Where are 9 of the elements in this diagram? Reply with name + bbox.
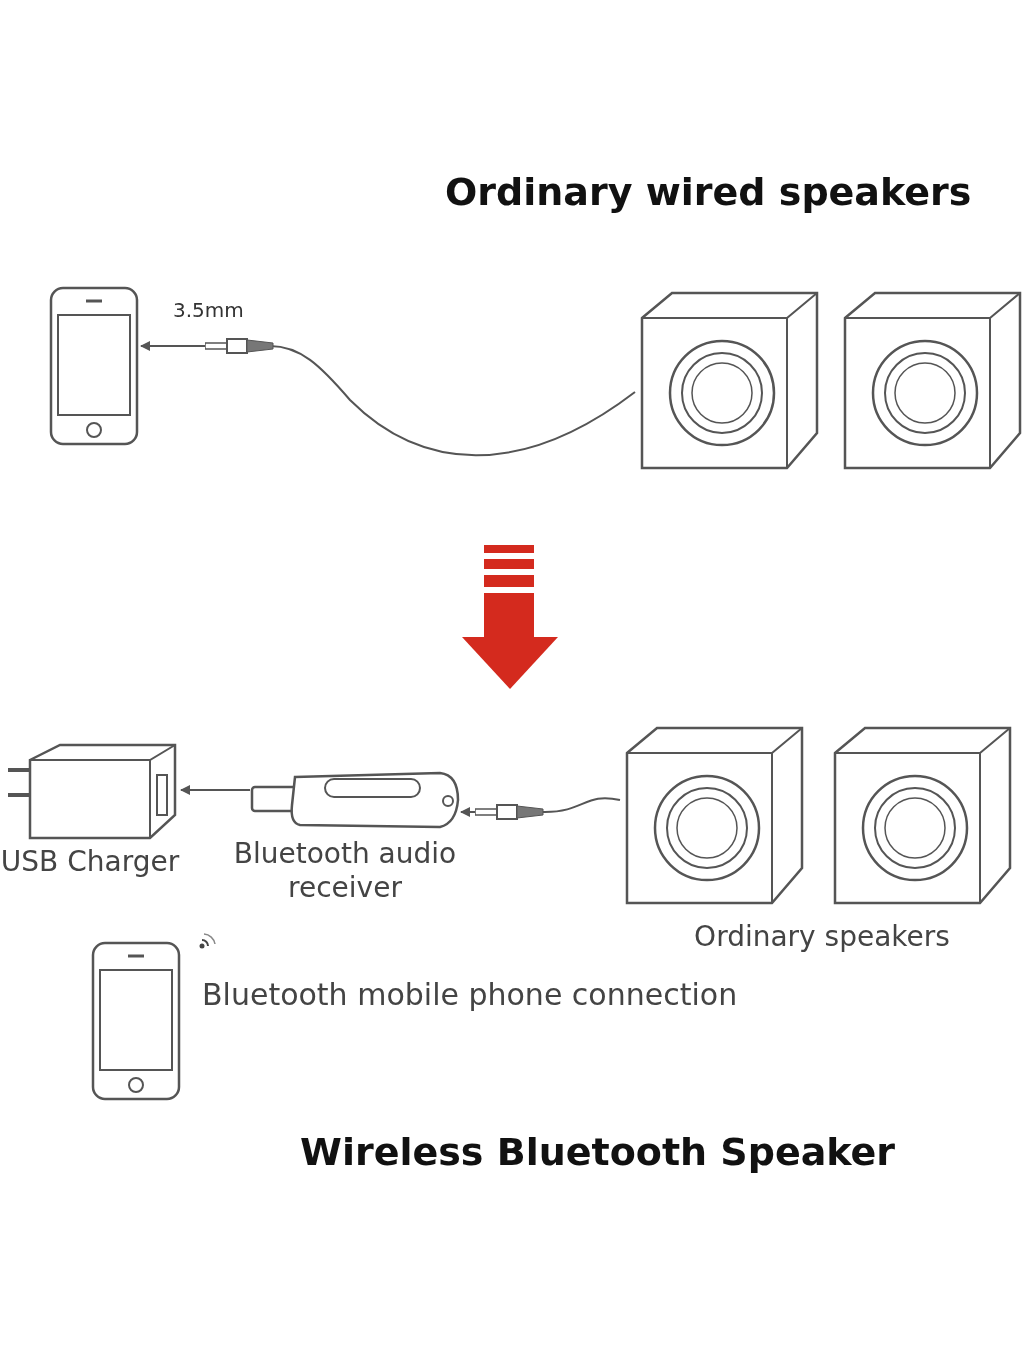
node-label: USB Charger — [0, 845, 181, 879]
node-label: Ordinary speakers — [693, 920, 951, 954]
heading: Wireless Bluetooth Speaker — [300, 1130, 896, 1174]
node-label: Bluetooth mobile phone connection — [202, 978, 739, 1012]
arrow — [180, 785, 251, 795]
arrow — [140, 341, 636, 457]
node-label: Bluetooth audio receiver — [232, 837, 458, 905]
phone-drawing — [48, 285, 140, 447]
heading: Ordinary wired speakers — [445, 170, 972, 214]
